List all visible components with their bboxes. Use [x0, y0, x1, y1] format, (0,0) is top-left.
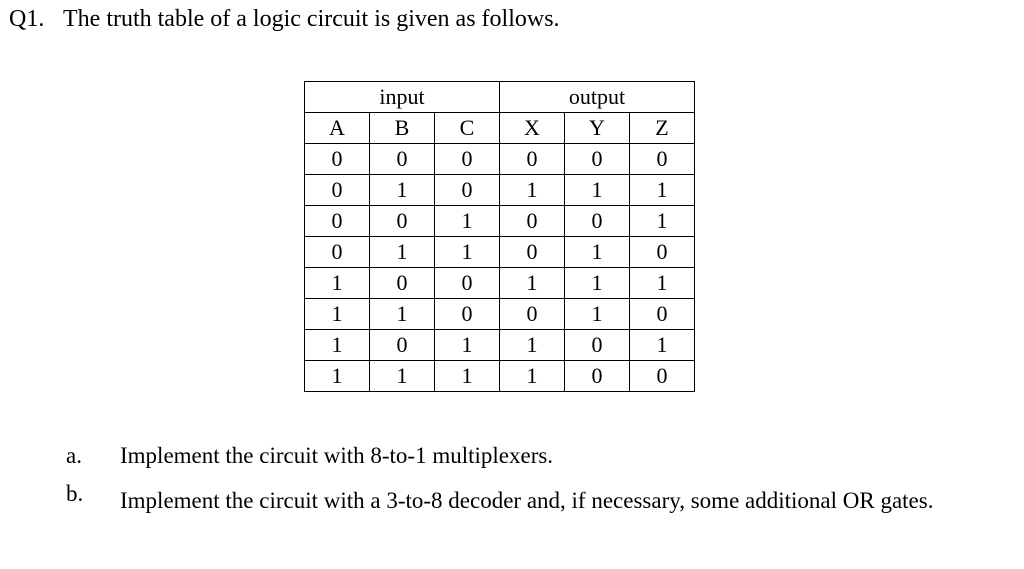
table-cell: 1	[304, 360, 370, 392]
table-cell: 1	[564, 267, 630, 299]
table-cell: 0	[304, 205, 370, 237]
table-row: 1 1 0 0 1 0	[304, 298, 695, 330]
table-cell: 0	[499, 236, 565, 268]
table-cell: 0	[499, 143, 565, 175]
table-cell: 0	[434, 267, 500, 299]
table-cell: 1	[499, 267, 565, 299]
column-header-y: Y	[564, 112, 630, 144]
column-header-b: B	[369, 112, 435, 144]
table-cell: 0	[434, 143, 500, 175]
task-marker: a.	[66, 443, 82, 468]
table-row: 0 1 0 1 1 1	[304, 174, 695, 206]
input-group-label: input	[304, 81, 500, 113]
table-cell: 0	[369, 267, 435, 299]
table-cell: 1	[499, 174, 565, 206]
table-cell: 0	[369, 143, 435, 175]
task-text: Implement the circuit with a 3-to-8 deco…	[120, 488, 934, 513]
table-cell: 0	[564, 205, 630, 237]
table-cell: 1	[369, 298, 435, 330]
table-cell: 0	[304, 236, 370, 268]
column-header-z: Z	[629, 112, 695, 144]
table-cell: 0	[499, 205, 565, 237]
table-row: 0 1 1 0 1 0	[304, 236, 695, 268]
task-text: Implement the circuit with 8-to-1 multip…	[120, 443, 554, 468]
table-cell: 0	[499, 298, 565, 330]
column-header-a: A	[304, 112, 370, 144]
table-cell: 1	[629, 174, 695, 206]
table-cell: 0	[369, 329, 435, 361]
table-cell: 0	[629, 298, 695, 330]
table-cell: 1	[434, 329, 500, 361]
table-cell: 1	[369, 174, 435, 206]
table-row: 0 0 0 0 0 0	[304, 143, 695, 175]
table-cell: 1	[369, 236, 435, 268]
table-cell: 1	[564, 236, 630, 268]
table-cell: 0	[304, 174, 370, 206]
truth-table: input output A B C X Y Z 0 0 0 0 0 0 0 1…	[304, 81, 695, 392]
table-cell: 1	[304, 267, 370, 299]
table-cell: 1	[499, 360, 565, 392]
table-cell: 1	[629, 329, 695, 361]
table-cell: 1	[304, 298, 370, 330]
table-cell: 1	[434, 236, 500, 268]
table-cell: 1	[304, 329, 370, 361]
table-row: 1 0 0 1 1 1	[304, 267, 695, 299]
table-row: 1 0 1 1 0 1	[304, 329, 695, 361]
question-text: The truth table of a logic circuit is gi…	[63, 6, 560, 32]
table-cell: 0	[434, 174, 500, 206]
table-cell: 0	[629, 360, 695, 392]
table-cell: 0	[434, 298, 500, 330]
table-cell: 1	[564, 298, 630, 330]
table-cell: 1	[434, 360, 500, 392]
table-cell: 0	[369, 205, 435, 237]
table-row: 0 0 1 0 0 1	[304, 205, 695, 237]
question-number: Q1.	[9, 6, 45, 32]
table-cell: 0	[629, 236, 695, 268]
column-header-c: C	[434, 112, 500, 144]
table-cell: 1	[434, 205, 500, 237]
question-heading: Q1. The truth table of a logic circuit is…	[9, 6, 560, 33]
table-cell: 0	[564, 329, 630, 361]
table-row: 1 1 1 1 0 0	[304, 360, 695, 392]
table-cell: 1	[629, 267, 695, 299]
table-cell: 0	[564, 143, 630, 175]
output-group-label: output	[499, 81, 695, 113]
table-cell: 1	[369, 360, 435, 392]
table-cell: 0	[629, 143, 695, 175]
truth-table-column-header: A B C X Y Z	[304, 112, 695, 144]
table-cell: 0	[304, 143, 370, 175]
truth-table-group-header: input output	[304, 81, 695, 113]
task-marker: b.	[66, 481, 84, 506]
table-cell: 0	[564, 360, 630, 392]
table-cell: 1	[629, 205, 695, 237]
column-header-x: X	[499, 112, 565, 144]
table-cell: 1	[564, 174, 630, 206]
table-cell: 1	[499, 329, 565, 361]
